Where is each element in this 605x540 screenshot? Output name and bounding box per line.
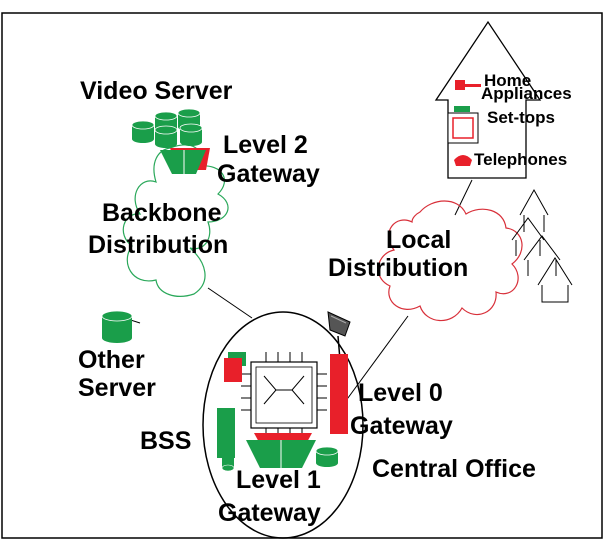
house-icon	[511, 217, 545, 256]
settops-label: Set-tops	[487, 108, 555, 127]
level1-gateway-label-line2: Gateway	[218, 499, 321, 527]
home-label: Home	[484, 71, 531, 90]
appliance-icon	[455, 80, 481, 90]
switch-matrix-icon	[241, 352, 327, 436]
server-cylinder-icon	[154, 125, 178, 148]
home-to-local-line	[454, 179, 473, 216]
appliances-label: Appliances	[481, 84, 572, 103]
level2-gateway-label-line1: Level 2	[223, 131, 308, 159]
server-cylinder-icon	[315, 446, 339, 467]
backbone-label-line2: Distribution	[88, 231, 228, 259]
backbone-label-line1: Backbone	[102, 199, 222, 227]
level1-gateway-trapezoid-icon	[246, 433, 316, 468]
diagram-frame	[1, 12, 603, 539]
central-office-ellipse	[202, 311, 364, 539]
other-server-label-line1: Other	[78, 346, 145, 374]
video-server-label: Video Server	[80, 77, 233, 105]
level0-gateway-label-line2: Gateway	[350, 412, 453, 440]
other-server-label-line2: Server	[78, 374, 156, 402]
server-cylinder-icon	[179, 123, 203, 146]
server-cylinder-icon	[101, 310, 133, 343]
settop-box-icon	[447, 106, 479, 144]
house-icon	[537, 257, 573, 303]
local-cloud	[377, 200, 523, 322]
backbone-cloud	[122, 144, 229, 297]
level2-gateway-label-line2: Gateway	[217, 160, 320, 188]
local-distribution-label-line2: Distribution	[328, 254, 468, 282]
telephone-icon	[454, 155, 472, 166]
local-distribution-label-line1: Local	[386, 226, 451, 254]
level1-gateway-label-line1: Level 1	[236, 466, 321, 494]
level0-gateway-label-line1: Level 0	[358, 379, 443, 407]
bss-block	[217, 408, 235, 472]
access-module-icon	[224, 352, 246, 382]
satellite-dish-icon	[327, 311, 351, 361]
video-server-stack	[131, 108, 203, 148]
server-cylinder-icon	[131, 120, 155, 143]
level2-gateway-trapezoid-icon	[160, 148, 210, 174]
backbone-to-co-line	[207, 287, 253, 319]
house-icon	[523, 235, 561, 276]
central-office-label: Central Office	[372, 455, 536, 483]
bss-label: BSS	[140, 427, 191, 455]
neighborhood-houses	[511, 188, 573, 303]
level0-gateway-block	[330, 354, 348, 434]
telephones-label: Telephones	[474, 150, 567, 169]
local-to-co-line	[344, 315, 409, 403]
